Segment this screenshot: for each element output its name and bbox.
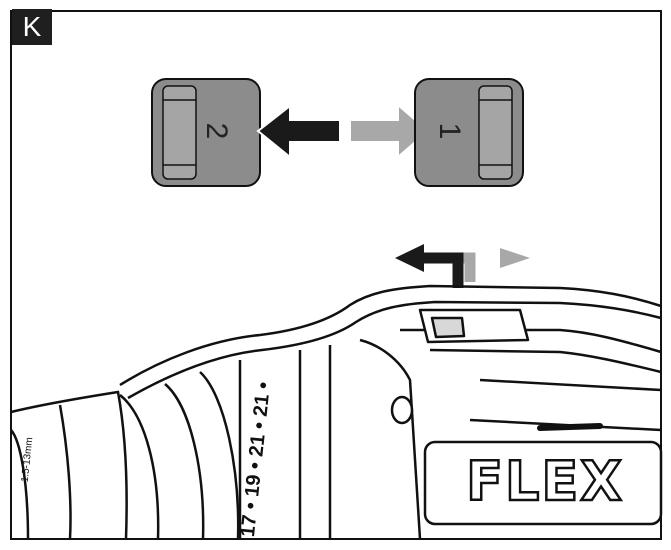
switch-label-1: 1	[433, 123, 466, 140]
drill-body	[119, 284, 663, 540]
gear-switch-position-2: 2	[151, 78, 261, 187]
figure-frame	[10, 10, 662, 540]
switch-direction-arrows	[395, 244, 530, 288]
chuck	[10, 390, 128, 540]
panel-label: K	[12, 9, 52, 45]
switch-label-2: 2	[200, 123, 233, 140]
torque-ring	[119, 371, 240, 540]
gear-switch-position-1: 1	[414, 78, 524, 187]
torque-scale: 17 • 19 • 21 • 21 •	[237, 381, 275, 538]
chuck-range: 1.5-13mm	[20, 437, 36, 483]
brand-logo: FLEX	[466, 450, 624, 513]
arrow-left-dark-icon	[256, 103, 341, 160]
arrow-right-light-icon	[349, 102, 430, 160]
